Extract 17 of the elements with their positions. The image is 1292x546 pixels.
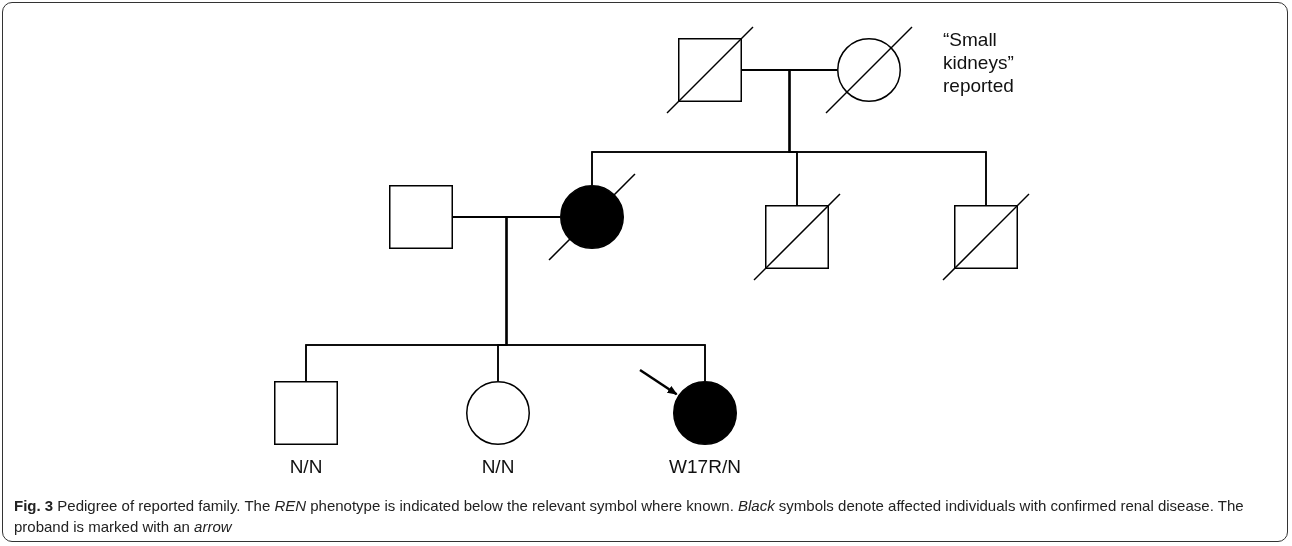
genotype-label: N/N [480,455,516,479]
filled-circle [673,381,737,445]
female-circle [466,381,530,445]
proband-arrow [639,368,678,396]
male-square [389,185,453,249]
filled-circle [560,185,624,249]
female-circle [837,38,901,102]
note-text: “Small kidneys” reported [943,28,1015,97]
male-square [765,205,829,269]
male-square [954,205,1018,269]
male-square [274,381,338,445]
figure-caption: Fig. 3 Pedigree of reported family. The REN phenotype is indicated below the relevant symbol where known. Black symbols denote affected individuals with confirmed renal disease. The proband is marked with an arrow [14,496,1245,537]
genotype-label: W17R/N [668,455,742,479]
genotype-label: N/N [288,455,324,479]
pedigree-line [505,216,706,382]
pedigree-line [788,69,987,206]
male-square [678,38,742,102]
